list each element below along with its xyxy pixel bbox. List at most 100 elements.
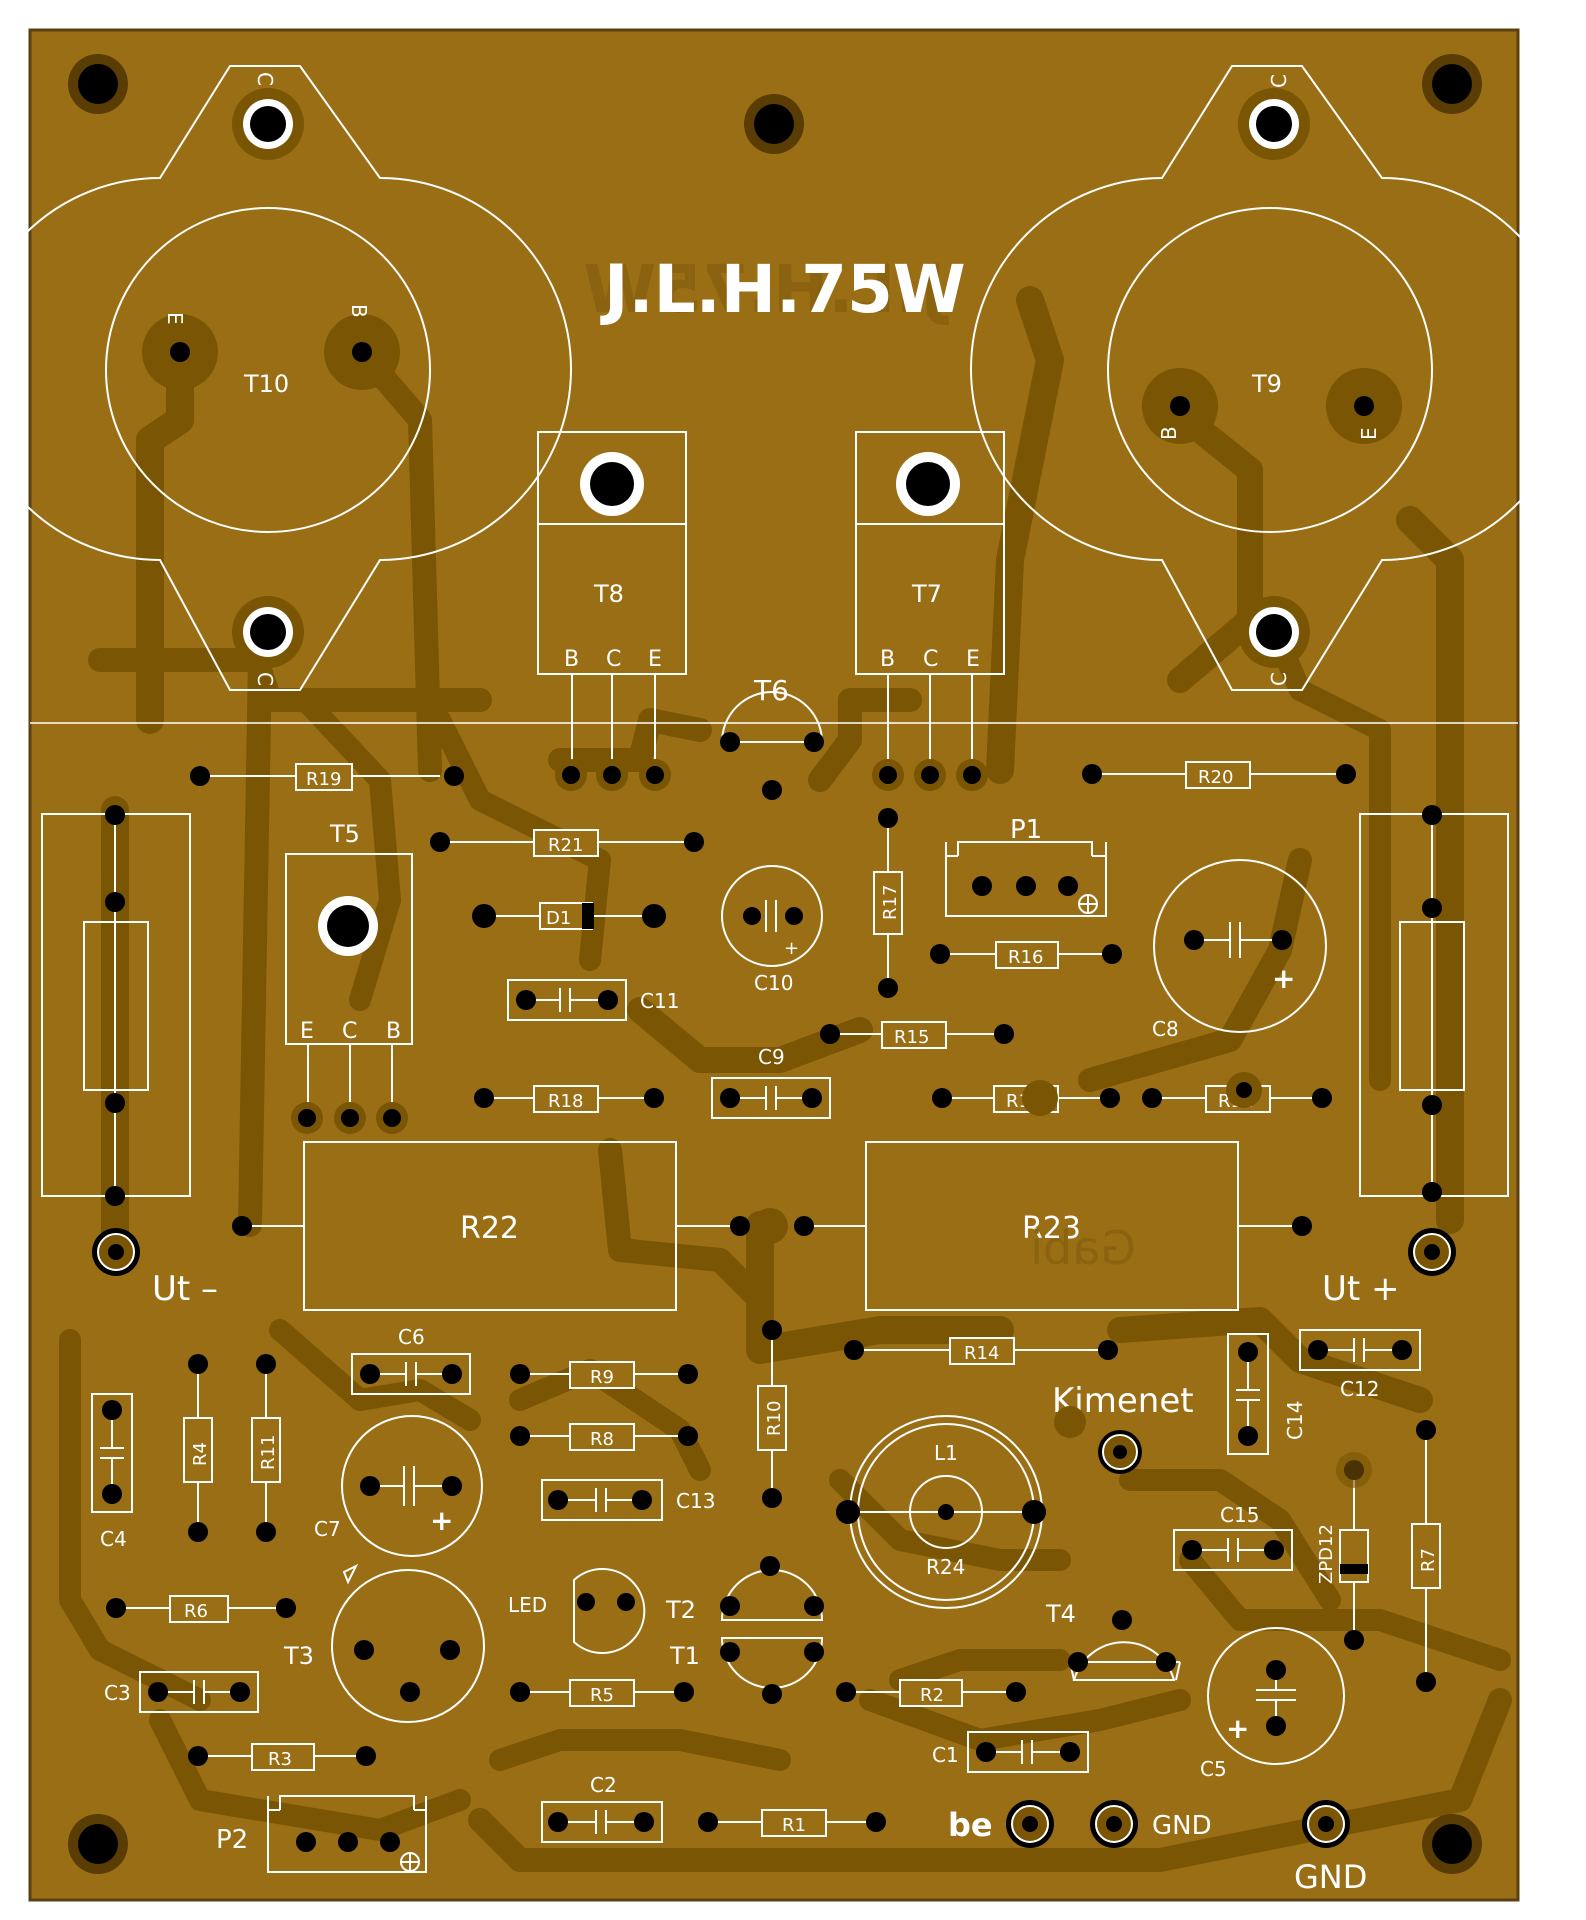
r6-label: R6 <box>184 1601 208 1622</box>
transistor-t2: T2 <box>665 1556 824 1624</box>
mounting-holes <box>68 54 1482 1874</box>
r3-label: R3 <box>268 1749 292 1770</box>
t9-pin-left: B <box>1157 426 1181 440</box>
r2-label: R2 <box>920 1685 944 1706</box>
zener-zpd12: ZPD12 <box>1316 1460 1369 1650</box>
r21-label: R21 <box>548 835 583 856</box>
t5-label: T5 <box>329 820 360 848</box>
t9-case-bottom: C <box>1267 672 1291 686</box>
t5-pin-2: C <box>342 1019 357 1044</box>
ut-plus-label: Ut + <box>1322 1269 1400 1309</box>
c10-plus: + <box>784 938 799 959</box>
c12-label: C12 <box>1340 1377 1379 1401</box>
c6-label: C6 <box>398 1325 425 1349</box>
t9-pin-right: E <box>1357 427 1381 440</box>
t8-pin-2: C <box>606 647 621 672</box>
c13-label: C13 <box>676 1489 715 1513</box>
t1-label: T1 <box>669 1642 700 1670</box>
junction-pads <box>752 1072 1372 1488</box>
c8-plus: + <box>1272 962 1295 995</box>
c5-plus: + <box>1226 1712 1249 1745</box>
r4-label: R4 <box>190 1442 211 1466</box>
l1-label: L1 <box>934 1441 958 1465</box>
c4-label: C4 <box>100 1527 127 1551</box>
transistor-t3: T3 <box>283 1563 485 1723</box>
transistor-t7: T7 B C E <box>855 431 1005 791</box>
r20-label: R20 <box>1198 767 1233 788</box>
input-connectors: be GND GND <box>948 1800 1367 1896</box>
c15-label: C15 <box>1220 1503 1259 1527</box>
t4-label: T4 <box>1045 1600 1076 1628</box>
c9-label: C9 <box>758 1045 785 1069</box>
big-resistors: R22 R23 Gabi <box>232 1141 1312 1311</box>
transistor-t8: T8 B C E <box>537 431 687 791</box>
transistor-t1: T1 <box>669 1637 824 1704</box>
r1-label: R1 <box>782 1815 806 1836</box>
ut-minus-label: Ut – <box>152 1269 218 1309</box>
r11-label: R11 <box>258 1435 279 1470</box>
fuse-right <box>1359 805 1509 1202</box>
c8-label: C8 <box>1152 1017 1179 1041</box>
r17-label: R17 <box>880 885 901 920</box>
capacitors: C11 C9 C6 C13 C12 C14 C15 C4 <box>91 979 1421 1843</box>
r16-label: R16 <box>1008 947 1043 968</box>
led-label: LED <box>508 1593 547 1617</box>
r7-label: R7 <box>1418 1548 1439 1572</box>
trimmer-p1: P1 <box>945 815 1107 917</box>
c7-plus: + <box>430 1504 453 1537</box>
r10-label: R10 <box>764 1401 785 1436</box>
c1-label: C1 <box>932 1743 959 1767</box>
zpd12-label: ZPD12 <box>1316 1524 1337 1584</box>
board-title: J.L.H.75W <box>600 251 966 328</box>
transistor-t9: T9 B E C C <box>970 65 1574 691</box>
c3-label: C3 <box>104 1681 131 1705</box>
board-signature: Gabi <box>1030 1221 1136 1275</box>
t8-pin-1: B <box>564 647 579 672</box>
c14-label: C14 <box>1283 1401 1307 1440</box>
fuse-left <box>41 805 191 1206</box>
transistor-t4: T4 <box>1045 1600 1181 1681</box>
c2-label: C2 <box>590 1773 617 1797</box>
t2-label: T2 <box>665 1596 696 1624</box>
t9-case-top: C <box>1267 74 1291 88</box>
board-mirrored-title: J.L.H.75W <box>583 251 949 328</box>
led: LED <box>508 1568 646 1654</box>
t10-case-top: C <box>253 72 277 86</box>
power-connectors: Ut – Ut + <box>92 1228 1456 1309</box>
transistor-t5: T5 E C B <box>285 820 413 1134</box>
r15-label: R15 <box>894 1027 929 1048</box>
r14-label: R14 <box>964 1343 999 1364</box>
c11-label: C11 <box>640 989 679 1013</box>
r9-label: R9 <box>590 1367 614 1388</box>
gnd-power-label: GND <box>1294 1858 1367 1896</box>
t8-pin-3: E <box>648 647 662 672</box>
r18-label: R18 <box>548 1091 583 1112</box>
t10-label: T10 <box>243 370 289 398</box>
transistor-t10: T10 E B C C <box>0 65 572 691</box>
trimmer-p2: P2 <box>216 1795 427 1873</box>
p1-label: P1 <box>1010 815 1042 845</box>
t3-label: T3 <box>283 1642 314 1670</box>
t10-pin-left: E <box>163 312 187 325</box>
c10-label: C10 <box>754 971 793 995</box>
t9-label: T9 <box>1251 370 1282 398</box>
transistor-t6: T6 <box>720 674 824 800</box>
t10-case-bottom: C <box>253 672 277 686</box>
t5-pin-1: E <box>300 1019 314 1044</box>
r5-label: R5 <box>590 1685 614 1706</box>
resistors: R19 R21 R20 R17 R16 R15 R18 R13 R12 <box>106 761 1441 1837</box>
r24-label: R24 <box>926 1555 965 1579</box>
r22-label: R22 <box>460 1211 519 1246</box>
diode-d1: D1 <box>472 902 666 930</box>
p2-label: P2 <box>216 1825 248 1855</box>
t5-pin-3: B <box>386 1019 401 1044</box>
d1-label: D1 <box>546 908 571 929</box>
t7-label: T7 <box>911 580 942 608</box>
r23-label: R23 <box>1022 1211 1081 1246</box>
t7-pin-1: B <box>880 647 895 672</box>
inductor-l1: L1 R24 <box>836 1415 1046 1609</box>
t10-pin-right: B <box>347 304 371 318</box>
t6-label: T6 <box>753 674 789 707</box>
c7-label: C7 <box>314 1517 341 1541</box>
